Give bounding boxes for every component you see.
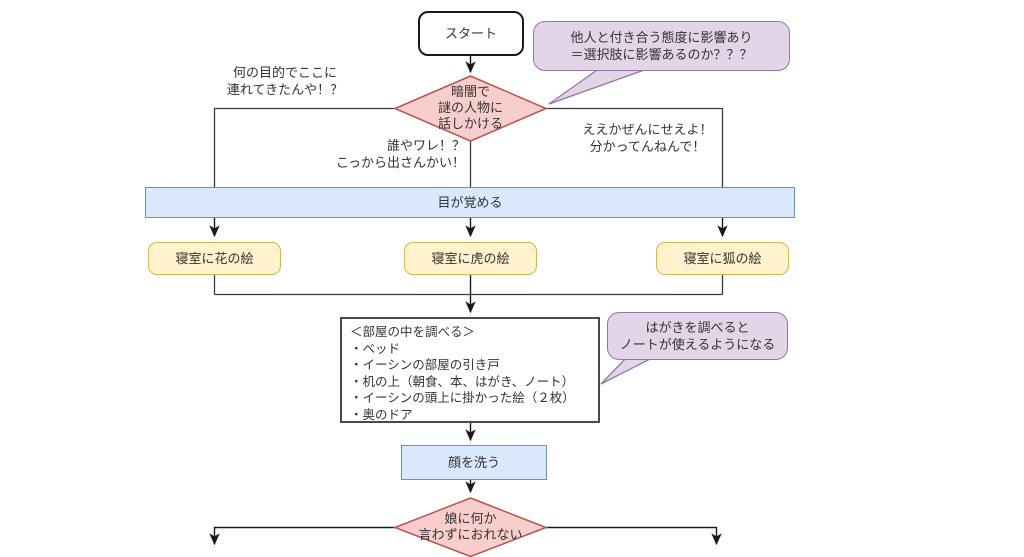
connector-decision2-right-branch	[545, 526, 722, 546]
branch-label-right: ええかぜんにせえよ！ 分かってんねんで！	[582, 122, 713, 154]
decision1-label: 暗闇で 謎の人物に 話しかける	[437, 84, 503, 131]
connector-decision1-right	[545, 107, 724, 187]
bubble-top-tail	[548, 67, 651, 105]
examine-room-listbox: ＜部屋の中を調べる＞ ・ベッド ・イーシンの部屋の引き戸 ・机の上（朝食、本、は…	[340, 317, 600, 423]
bubble-note-tail	[600, 355, 657, 385]
bedroom-flower-node: 寝室に花の絵	[148, 242, 281, 275]
decision1-diamond	[393, 75, 548, 142]
bedroom-tiger-node: 寝室に虎の絵	[404, 242, 537, 275]
bedroom-fox-node: 寝室に狐の絵	[656, 242, 789, 275]
branch-label-middle: 誰やワレ！？ こっから出さんかい！	[335, 138, 465, 170]
wake-up-bar: 目が覚める	[145, 187, 795, 218]
wash-face-node: 顔を洗う	[401, 445, 547, 480]
connector-decision2-left-branch	[209, 526, 396, 546]
start-node: スタート	[418, 11, 524, 56]
comment-bubble-note: はがきを調べると ノートが使えるようになる	[607, 312, 788, 360]
branch-label-left: 何の目的でここに 連れてきたんや！？	[226, 65, 344, 97]
decision2-label: 娘に何か 言わずにおれない	[418, 511, 523, 542]
connector-decision1-left	[213, 107, 396, 187]
comment-bubble-top: 他人と付き合う態度に影響あり ＝選択肢に影響あるのか？？？	[533, 21, 790, 71]
